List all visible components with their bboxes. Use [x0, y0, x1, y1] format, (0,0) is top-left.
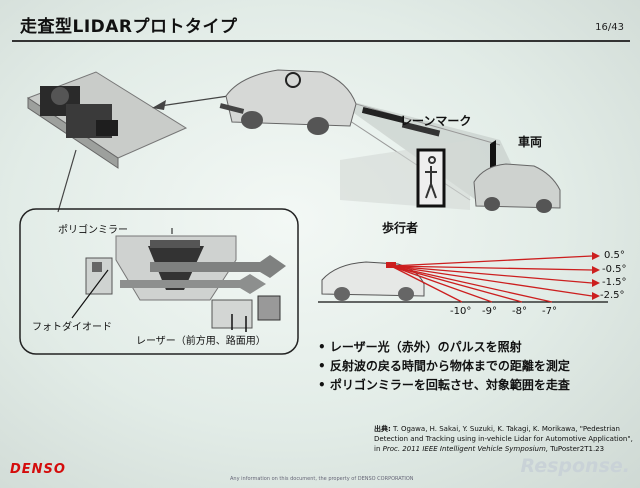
- footer-fine-print: Any information on this document, the pr…: [230, 476, 414, 482]
- title-divider: [12, 40, 630, 42]
- laser-label: レーザー（前方用、路面用）: [136, 336, 266, 347]
- citation-venue: Proc. 2011 IEEE Intelligent Vehicle Symp…: [382, 445, 549, 453]
- citation-text: T. Ogawa, H. Sakai, Y. Suzuki, K. Takagi…: [374, 425, 633, 453]
- polygon-mirror-label: ポリゴンミラー: [58, 225, 128, 236]
- scan-angle-diagram: [318, 252, 608, 303]
- angle-label: -7°: [542, 306, 557, 317]
- angle-label: -10°: [450, 306, 472, 317]
- denso-logo: DENSO: [10, 462, 66, 477]
- citation-poster: TuPoster2T1.23: [550, 445, 605, 453]
- bullet-item: ポリゴンミラーを回転させ、対象範囲を走査: [318, 376, 570, 395]
- optics-diagram: [71, 228, 286, 332]
- photodiode-label: フォトダイオード: [32, 322, 112, 333]
- slide-title: 走査型LIDARプロトタイプ: [20, 17, 238, 37]
- lidar-unit-illustration: [26, 71, 188, 169]
- bullet-list: レーザー光（赤外）のパルスを照射 反射波の戻る時間から物体までの距離を測定 ポリ…: [318, 338, 570, 395]
- bullet-item: 反射波の戻る時間から物体までの距離を測定: [318, 357, 570, 376]
- citation-prefix: 出典:: [374, 425, 391, 433]
- angle-label: -2.5°: [600, 290, 625, 301]
- pedestrian-label: 歩行者: [382, 221, 419, 235]
- optics-inset-frame: [19, 208, 299, 355]
- lidar-scene: [219, 69, 561, 213]
- angle-label: -0.5°: [602, 264, 627, 275]
- angle-label: -8°: [512, 306, 527, 317]
- angle-label: -1.5°: [602, 277, 627, 288]
- lane-mark-label: レーンマーク: [400, 114, 472, 128]
- angle-label: 0.5°: [604, 250, 625, 261]
- citation: 出典: T. Ogawa, H. Sakai, Y. Suzuki, K. Ta…: [374, 424, 636, 454]
- bullet-item: レーザー光（赤外）のパルスを照射: [318, 338, 570, 357]
- angle-label: -9°: [482, 306, 497, 317]
- page-number: 16/43: [595, 22, 624, 33]
- vehicle-label: 車両: [518, 135, 543, 149]
- response-watermark: Response.: [520, 455, 630, 477]
